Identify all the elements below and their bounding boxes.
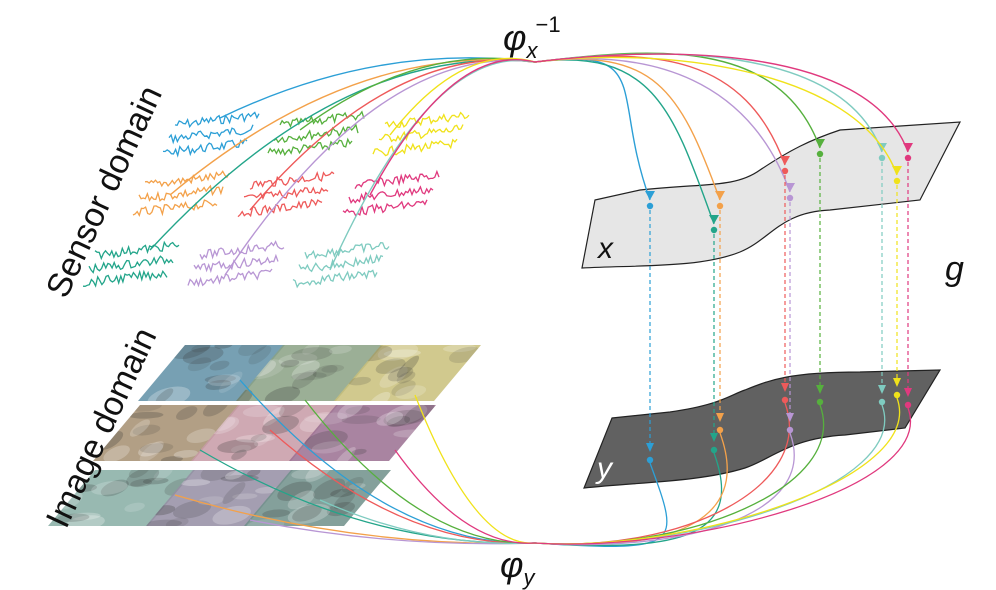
phi-x-inverse-label: φx−1 [503, 12, 561, 63]
manifold-x-point-mint [878, 154, 886, 162]
phi-y-label: φy [500, 544, 536, 590]
arrowhead-y-red [781, 383, 789, 392]
hub-to-manifold-x-curve-blue [534, 58, 651, 201]
sensor-to-hub-curve-magenta [369, 59, 536, 196]
sensor-to-hub-curve-orange [169, 59, 536, 196]
sensor-signal-mint [292, 269, 378, 289]
phi-y-base: φ [500, 544, 523, 585]
landscape-image [289, 405, 436, 461]
arrowhead-x-blue [645, 191, 655, 200]
image-to-hub-curve-red [269, 429, 536, 544]
sensor-domain-signals [82, 110, 470, 289]
manifold-x-point-lavender [786, 194, 794, 202]
manifold-x-point-yellow [893, 177, 901, 185]
manifold-x-point-magenta [904, 154, 912, 162]
manifold-y-point-mint [878, 398, 886, 406]
image-to-hub-curve-magenta [394, 449, 536, 544]
image-to-hub-curve-mint [319, 499, 536, 545]
sensor-signal-magenta [348, 185, 434, 204]
g-label: g [945, 250, 964, 288]
phi-x-base: φ [503, 17, 526, 58]
y-label: y [595, 452, 614, 485]
arrowhead-x-yellow [892, 166, 902, 175]
image-to-hub-curve-yellow [414, 394, 536, 544]
hub-to-manifold-x-curve-teal [534, 59, 715, 225]
x-label: x [596, 232, 614, 265]
sensor-to-hub-curve-blue [219, 57, 536, 119]
sensor-signal-red [243, 186, 329, 201]
sensor-signal-orange [138, 184, 224, 202]
manifold-x-point-teal [710, 226, 718, 234]
hub-to-manifold-x-curve-lavender [534, 58, 791, 193]
manifold-y-point-orange [716, 426, 724, 434]
image-to-hub-curve-green [304, 399, 536, 544]
sensor-to-hub-curve-lavender [224, 59, 536, 276]
arrowhead-x-magenta [903, 143, 913, 152]
sensor-signal-lavender [199, 240, 285, 261]
manifold-y-point-blue [646, 456, 654, 464]
arrowhead-y-blue [646, 443, 654, 452]
arrowhead-y-mint [878, 385, 886, 394]
sensor-signal-blue [162, 138, 248, 158]
sensor-domain-label: Sensor domain [39, 80, 170, 303]
sensor-signal-orange [132, 199, 218, 217]
manifold-y-point-teal [710, 446, 718, 454]
arrowhead-y-teal [710, 433, 718, 442]
manifold-y-point-green [816, 398, 824, 406]
manifold-x-point-red [781, 167, 789, 175]
hub-to-manifold-y-curve-magenta [534, 407, 911, 545]
arrowhead-x-lavender [785, 183, 795, 192]
sensor-signal-blue [168, 124, 254, 145]
sensor-to-hub-curve-red [249, 59, 536, 211]
vertical-correspondences [646, 158, 912, 452]
sensor-signal-green [267, 137, 353, 157]
manifold-x-point-green [816, 150, 824, 158]
manifold-y-point-red [781, 396, 789, 404]
arrowhead-x-orange [715, 191, 725, 200]
sensor-signal-yellow [384, 111, 470, 129]
hub-to-manifold-x-curve-magenta [534, 53, 909, 153]
arrowhead-y-orange [716, 413, 724, 422]
sensor-signal-red [237, 198, 323, 218]
arrowhead-y-magenta [904, 388, 912, 397]
sensor-signal-yellow [372, 138, 458, 157]
sensor-signal-magenta [354, 169, 440, 189]
arrowhead-x-red [780, 156, 790, 165]
manifold-y-point-lavender [786, 426, 794, 434]
sensor-signal-mint [298, 253, 384, 273]
sensor-signal-green [273, 123, 359, 144]
manifold-y [583, 369, 942, 489]
arrowhead-y-lavender [786, 413, 794, 422]
hub-to-manifold-x-curve-yellow [534, 56, 898, 176]
arrowhead-y-yellow [893, 378, 901, 387]
manifold-x-point-blue [646, 202, 654, 210]
manifold-x [581, 121, 962, 269]
phi-y-sub: y [521, 565, 536, 590]
sensor-signal-blue [174, 111, 260, 129]
sensor-signal-red [249, 171, 335, 190]
hub-to-manifold-y-curve-yellow [534, 397, 901, 545]
arrowhead-x-teal [709, 215, 719, 224]
arrowhead-x-green [815, 139, 825, 148]
sensor-signal-teal [88, 255, 174, 274]
sensor-signal-teal [94, 240, 180, 261]
sensor-signal-mint [304, 242, 390, 260]
mapping-curves [149, 52, 913, 548]
sensor-signal-lavender [187, 268, 273, 288]
phi-x-sup: −1 [535, 12, 560, 37]
manifold-x-point-orange [716, 202, 724, 210]
phi-x-sub: x [525, 38, 538, 63]
sensor-signal-lavender [193, 253, 279, 274]
sensor-signal-teal [82, 269, 168, 288]
ship-image [334, 345, 481, 401]
sensor-signal-orange [144, 170, 230, 188]
sensor-to-hub-curve-yellow [389, 57, 536, 136]
sensor-signal-yellow [378, 124, 464, 143]
hub-to-manifold-x-curve-green [534, 52, 821, 149]
arrowhead-y-green [816, 385, 824, 394]
manifold-y-point-yellow [893, 391, 901, 399]
image-domain-tiles [48, 345, 481, 526]
manifold-y-point-magenta [904, 401, 912, 409]
